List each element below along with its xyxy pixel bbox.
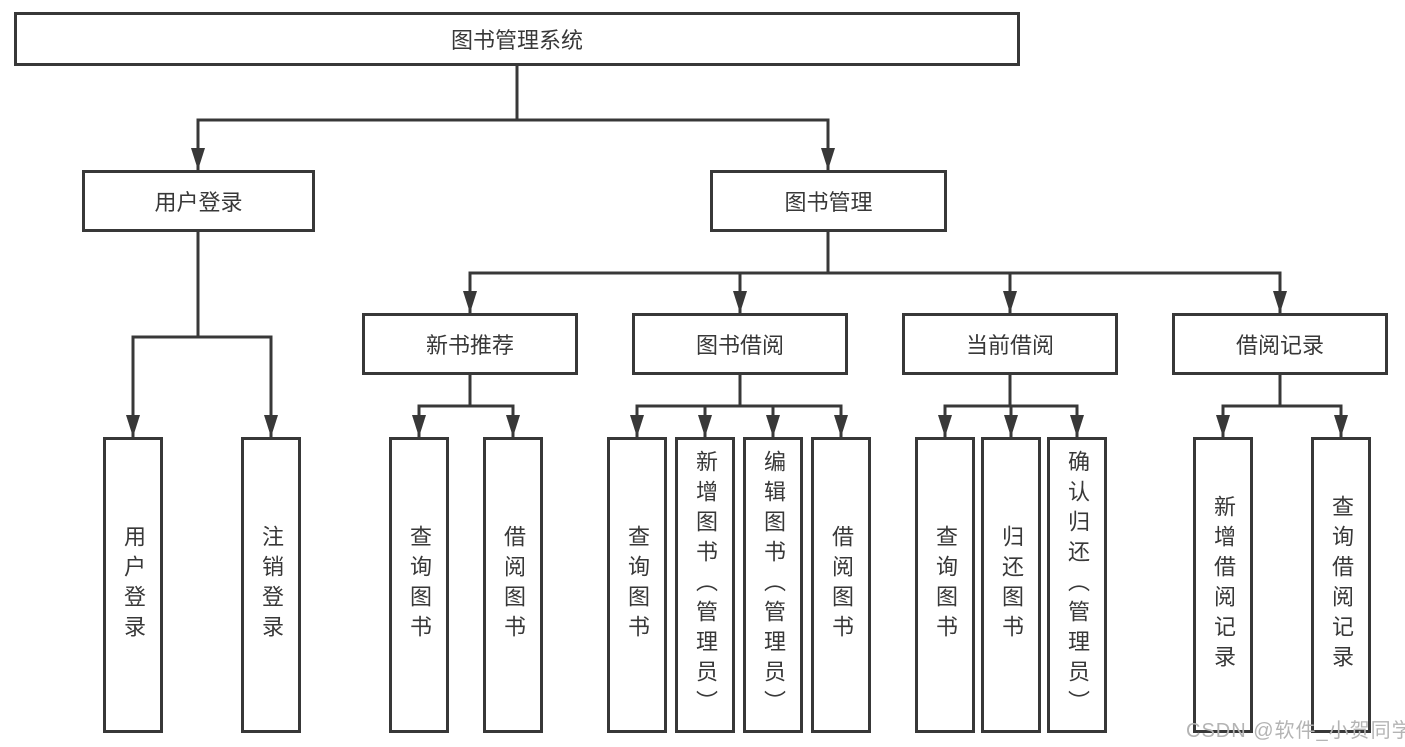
leaf-borrow-books-borrowing-label: 借阅图书 [829, 525, 854, 645]
leaf-query-books-recommend: 查询图书 [389, 437, 449, 733]
leaf-query-books-recommend-label: 查询图书 [407, 525, 432, 645]
node-borrowing-records: 借阅记录 [1172, 313, 1388, 375]
leaf-add-borrow-record-label: 新增借阅记录 [1211, 495, 1236, 675]
leaf-query-books-borrowing-label: 查询图书 [625, 525, 650, 645]
leaf-borrow-books-borrowing: 借阅图书 [811, 437, 871, 733]
node-book-borrowing: 图书借阅 [632, 313, 848, 375]
leaf-return-books-label: 归还图书 [999, 525, 1024, 645]
leaf-add-borrow-record: 新增借阅记录 [1193, 437, 1253, 733]
leaf-borrow-books-recommend: 借阅图书 [483, 437, 543, 733]
arrowhead-icons [126, 148, 1348, 437]
node-current-borrowing: 当前借阅 [902, 313, 1118, 375]
leaf-return-books: 归还图书 [981, 437, 1041, 733]
leaf-add-books-admin-label: 新增图书（管理员） [693, 450, 718, 720]
leaf-add-books-admin: 新增图书（管理员） [675, 437, 735, 733]
leaf-query-borrow-record-label: 查询借阅记录 [1329, 495, 1354, 675]
node-library-system: 图书管理系统 [14, 12, 1020, 66]
watermark: CSDN @软件_小贺同学 [1186, 720, 1405, 742]
leaf-logout-login: 注销登录 [241, 437, 301, 733]
leaf-user-login: 用户登录 [103, 437, 163, 733]
leaf-edit-books-admin-label: 编辑图书（管理员） [761, 450, 786, 720]
leaf-confirm-return-admin-label: 确认归还（管理员） [1065, 450, 1090, 720]
leaf-query-borrow-record: 查询借阅记录 [1311, 437, 1371, 733]
leaf-query-books-current-label: 查询图书 [933, 525, 958, 645]
node-new-book-recommendation: 新书推荐 [362, 313, 578, 375]
leaf-borrow-books-recommend-label: 借阅图书 [501, 525, 526, 645]
leaf-user-login-label: 用户登录 [121, 525, 146, 645]
leaf-query-books-current: 查询图书 [915, 437, 975, 733]
leaf-query-books-borrowing: 查询图书 [607, 437, 667, 733]
node-book-management: 图书管理 [710, 170, 947, 232]
leaf-edit-books-admin: 编辑图书（管理员） [743, 437, 803, 733]
leaf-confirm-return-admin: 确认归还（管理员） [1047, 437, 1107, 733]
node-user-login: 用户登录 [82, 170, 315, 232]
leaf-logout-login-label: 注销登录 [259, 525, 284, 645]
